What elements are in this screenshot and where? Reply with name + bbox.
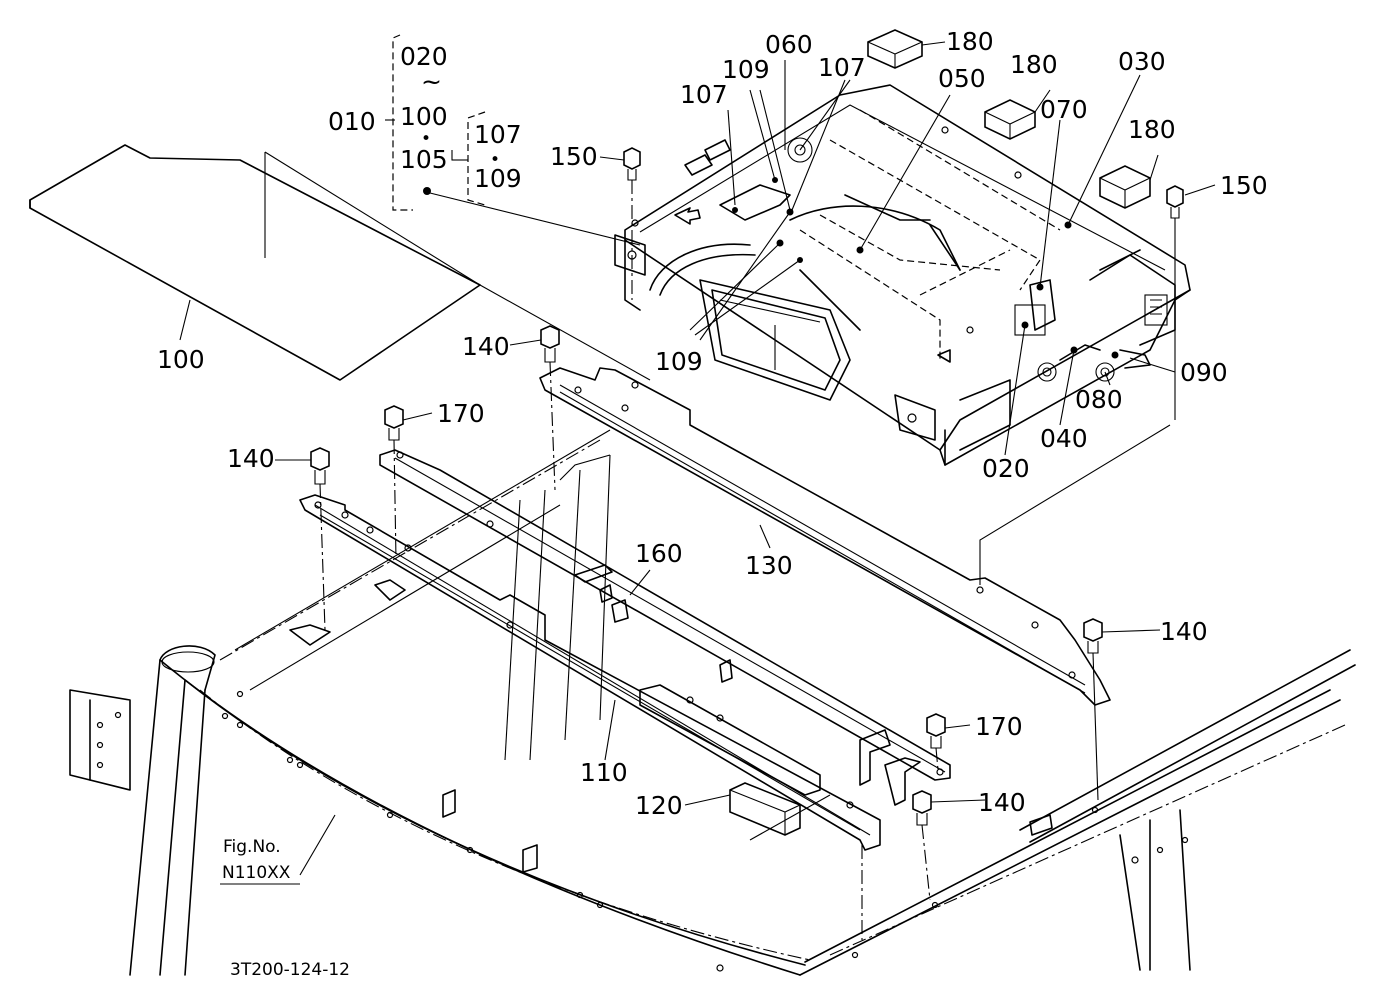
figure-reference: Fig.No. N110XX 3T200-124-12 xyxy=(220,837,350,980)
bolt-170-bottom xyxy=(926,713,946,771)
callout-140-b: 140 xyxy=(227,444,275,473)
bolt-140-top xyxy=(540,325,560,491)
callout-140-d: 140 xyxy=(978,788,1026,817)
callout-080: 080 xyxy=(1075,385,1123,414)
group-sub-item-2: 109 xyxy=(474,164,522,193)
callout-030: 030 xyxy=(1118,47,1166,76)
callout-160: 160 xyxy=(635,539,683,568)
callout-120: 120 xyxy=(635,791,683,820)
callout-107-a: 107 xyxy=(680,80,728,109)
group-bullet-1: • xyxy=(421,129,431,149)
bolt-140-left xyxy=(310,447,330,631)
callout-070: 070 xyxy=(1040,95,1088,124)
bolts xyxy=(310,147,1184,901)
leader-lines xyxy=(179,41,1216,876)
callout-130: 130 xyxy=(745,551,793,580)
callout-150-a: 150 xyxy=(550,142,598,171)
drawing-code: 3T200-124-12 xyxy=(230,960,350,980)
group-label: 010 xyxy=(328,107,376,136)
bolt-150-left xyxy=(623,147,641,300)
roof-frame xyxy=(69,429,1356,976)
callouts: 180 180 180 060 107 107 109 109 050 070 … xyxy=(157,27,1268,820)
callout-180-c: 180 xyxy=(1128,115,1176,144)
bolt-140-right xyxy=(1083,618,1103,801)
callout-180-a: 180 xyxy=(946,27,994,56)
group-bracket: 020 ~ 010 100 • 105 107 • 109 xyxy=(328,34,641,246)
callout-100: 100 xyxy=(157,345,205,374)
callout-050: 050 xyxy=(938,64,986,93)
part-160-rail xyxy=(379,449,951,806)
callout-110: 110 xyxy=(580,758,628,787)
part-180-pads xyxy=(867,29,1151,209)
callout-180-b: 180 xyxy=(1010,50,1058,79)
figure-no-label: Fig.No. xyxy=(223,837,281,857)
group-range-symbol: ~ xyxy=(421,67,442,96)
callout-060: 060 xyxy=(765,30,813,59)
callout-040: 040 xyxy=(1040,424,1088,453)
callout-170-b: 170 xyxy=(975,712,1023,741)
callout-109-a: 109 xyxy=(722,55,770,84)
figure-no: N110XX xyxy=(222,863,291,883)
group-range-start: 020 xyxy=(400,42,448,71)
callout-140-a: 140 xyxy=(462,332,510,361)
group-range-end: 100 xyxy=(400,102,448,131)
callout-107-b: 107 xyxy=(818,53,866,82)
callout-170-a: 170 xyxy=(437,399,485,428)
part-110-rail xyxy=(289,494,881,940)
callout-140-c: 140 xyxy=(1160,617,1208,646)
callout-020: 020 xyxy=(982,454,1030,483)
callout-109-b: 109 xyxy=(655,347,703,376)
group-sub-item-1: 107 xyxy=(474,120,522,149)
part-130-rail xyxy=(539,367,1171,706)
group-bullet-2: • xyxy=(490,150,500,170)
callout-090: 090 xyxy=(1180,358,1228,387)
group-sub-label: 105 xyxy=(400,145,448,174)
part-100-mat xyxy=(29,144,651,381)
bolt-140-bottom xyxy=(912,790,932,901)
bolt-170-top xyxy=(384,405,404,561)
bolt-150-right xyxy=(1166,185,1184,420)
part-120-block xyxy=(729,782,801,836)
callout-150-b: 150 xyxy=(1220,171,1268,200)
